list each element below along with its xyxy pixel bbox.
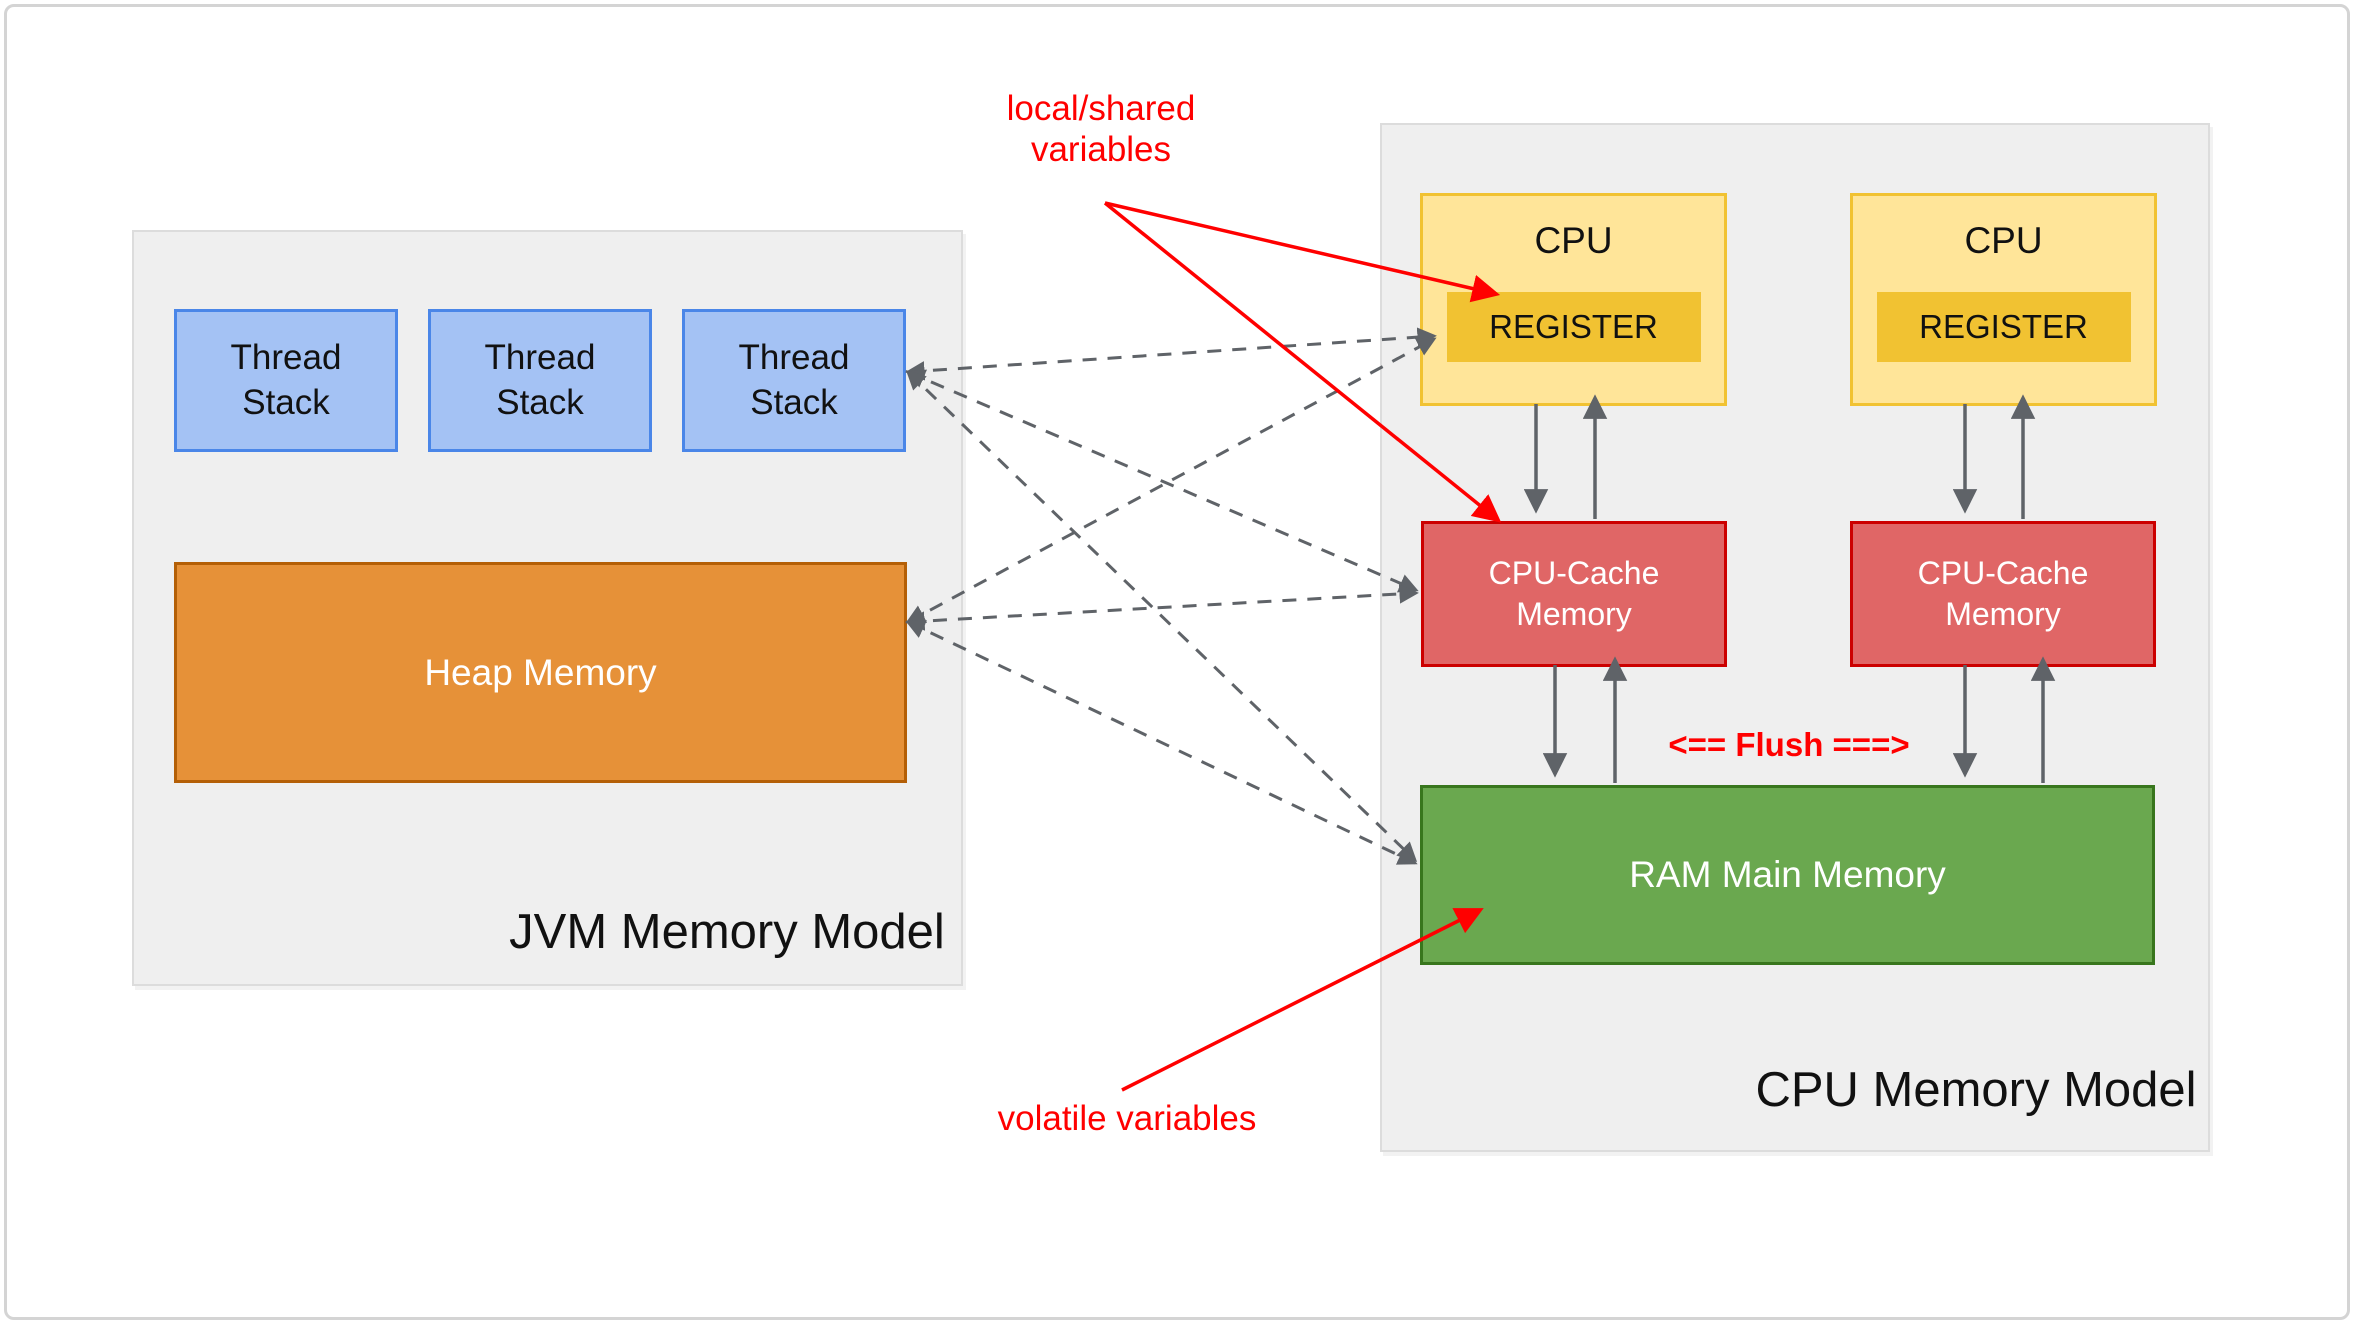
local-shared-variables-annotation: local/shared variables bbox=[1006, 89, 1196, 170]
cpu-cache-box-2: CPU-Cache Memory bbox=[1850, 521, 2156, 667]
ram-main-memory-box: RAM Main Memory bbox=[1420, 785, 2155, 965]
cpu-label-2: CPU bbox=[1964, 220, 2043, 261]
cpu-box-2: CPU REGISTER bbox=[1850, 193, 2157, 406]
register-box-2: REGISTER bbox=[1876, 292, 2131, 362]
cpu-cache-box-1: CPU-Cache Memory bbox=[1421, 521, 1727, 667]
jvm-memory-model-panel: Thread Stack Thread Stack Thread Stack H… bbox=[132, 230, 963, 986]
volatile-variables-annotation: volatile variables bbox=[997, 1099, 1257, 1138]
thread-stack-box-3: Thread Stack bbox=[682, 309, 906, 452]
heap-memory-box: Heap Memory bbox=[174, 562, 907, 783]
flush-annotation: <== Flush ===> bbox=[1668, 726, 1910, 763]
thread-stack-box-1: Thread Stack bbox=[174, 309, 398, 452]
cpu-panel-title: CPU Memory Model bbox=[1755, 1063, 2197, 1117]
window-frame bbox=[4, 4, 2350, 1320]
jvm-panel-title: JVM Memory Model bbox=[509, 905, 945, 959]
register-box-1: REGISTER bbox=[1446, 292, 1701, 362]
cpu-box-1: CPU REGISTER bbox=[1420, 193, 1727, 406]
cpu-label-1: CPU bbox=[1534, 220, 1613, 261]
cpu-memory-model-panel: CPU REGISTER CPU REGISTER CPU-Cache Memo… bbox=[1380, 123, 2210, 1152]
thread-stack-box-2: Thread Stack bbox=[428, 309, 652, 452]
